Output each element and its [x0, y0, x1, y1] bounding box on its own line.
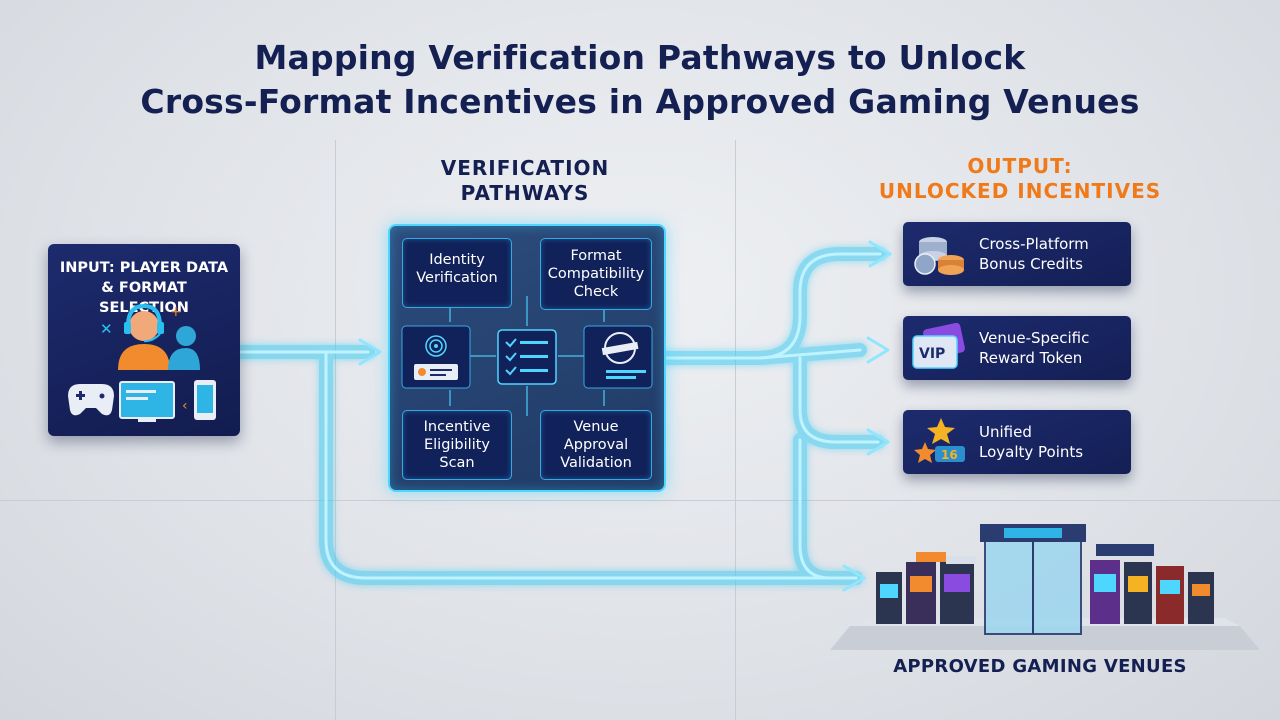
reward-token-line-2: Reward Token: [979, 349, 1083, 367]
reward-card-reward-token: VIP Venue-Specific Reward Token: [903, 316, 1131, 380]
reward-bonus-line-2: Bonus Credits: [979, 255, 1083, 273]
plus-mark-icon: +: [170, 304, 182, 320]
step-format-line-1: Format: [570, 248, 622, 264]
x-mark-icon: ✕: [100, 320, 113, 338]
step-identity-line-2: Verification: [416, 270, 498, 286]
stars-icon: 16: [914, 418, 965, 463]
output-heading-line-2: UNLOCKED INCENTIVES: [878, 179, 1162, 203]
arrowhead-token: [866, 336, 890, 364]
coin-stack-icon: [914, 237, 964, 275]
input-card: INPUT: PLAYER DATA & FORMAT SELECTION ✕ …: [48, 244, 240, 436]
step-incentive-eligibility: Incentive Eligibility Scan: [402, 410, 512, 480]
reward-label-bonus-credits: Cross-Platform Bonus Credits: [979, 234, 1129, 274]
title-line-2: Cross-Format Incentives in Approved Gami…: [140, 82, 1140, 121]
step-venue-line-2: Approval: [563, 437, 629, 453]
verification-heading-line-1: VERIFICATION: [440, 156, 610, 180]
vip-card-icon: VIP: [912, 322, 965, 369]
step-incentive-label: Incentive Eligibility Scan: [403, 411, 511, 472]
arcade-cabinets-right: [1090, 544, 1214, 624]
step-incentive-line-2: Eligibility: [423, 437, 490, 453]
venues-caption: APPROVED GAMING VENUES: [893, 656, 1187, 677]
output-heading-line-1: OUTPUT:: [967, 154, 1073, 178]
player-illustration: ✕ + ‹: [68, 303, 216, 422]
vip-badge: VIP: [919, 346, 945, 362]
reward-token-line-1: Venue-Specific: [979, 329, 1090, 347]
arrowhead-venues: [842, 564, 866, 592]
reward-loyalty-line-2: Loyalty Points: [979, 443, 1084, 461]
step-venue-line-3: Validation: [560, 455, 632, 471]
gamepad-icon: [68, 384, 114, 416]
arrowhead-input: [358, 338, 382, 366]
grid-line-vertical-right: [735, 140, 736, 720]
monitor-icon: [119, 381, 175, 422]
storefront-icon: [980, 524, 1086, 635]
arrowhead-credits: [868, 240, 892, 268]
reward-bonus-line-1: Cross-Platform: [979, 235, 1089, 253]
step-venue-approval: Venue Approval Validation: [540, 410, 652, 480]
step-format-line-3: Check: [573, 284, 619, 300]
step-identity-label: Identity Verification: [403, 239, 511, 287]
page-title: Mapping Verification Pathways to Unlock …: [0, 36, 1280, 124]
checklist-icon: [497, 329, 557, 385]
step-format-label: Format Compatibility Check: [541, 239, 651, 301]
output-heading: OUTPUT: UNLOCKED INCENTIVES: [860, 154, 1180, 204]
step-incentive-line-3: Scan: [439, 455, 475, 471]
step-format-compatibility: Format Compatibility Check: [540, 238, 652, 310]
verification-circuit: [401, 296, 653, 416]
reward-card-bonus-credits: Cross-Platform Bonus Credits: [903, 222, 1131, 286]
verification-panel: Identity Verification Format Compatibili…: [388, 224, 666, 492]
approved-stamp-icon: [583, 325, 653, 389]
reward-card-loyalty-points: 16 Unified Loyalty Points: [903, 410, 1131, 474]
input-card-title: INPUT: PLAYER DATA & FORMAT SELECTION: [54, 258, 234, 318]
verification-heading-line-2: PATHWAYS: [460, 181, 590, 205]
chevron-left-icon: ‹: [182, 398, 188, 414]
title-line-1: Mapping Verification Pathways to Unlock: [254, 38, 1026, 77]
grid-line-vertical-left: [335, 140, 336, 720]
player-headset-icon: [118, 303, 200, 370]
step-incentive-line-1: Incentive: [423, 419, 491, 435]
reward-loyalty-line-1: Unified: [979, 423, 1032, 441]
points-badge: 16: [941, 448, 958, 462]
phone-icon: [194, 380, 216, 420]
arcade-cabinets-left: [876, 552, 976, 624]
step-identity-verification: Identity Verification: [402, 238, 512, 308]
step-format-line-2: Compatibility: [547, 266, 645, 282]
fingerprint-id-icon: [401, 325, 471, 389]
grid-line-horizontal: [0, 500, 1280, 501]
reward-label-loyalty-points: Unified Loyalty Points: [979, 422, 1129, 462]
verification-heading: VERIFICATION PATHWAYS: [420, 156, 630, 206]
reward-label-reward-token: Venue-Specific Reward Token: [979, 328, 1129, 368]
step-venue-label: Venue Approval Validation: [541, 411, 651, 472]
step-identity-line-1: Identity: [429, 252, 485, 268]
arrowhead-points: [866, 428, 890, 456]
input-title-line-1: INPUT: PLAYER DATA: [59, 260, 229, 276]
step-venue-line-1: Venue: [573, 419, 619, 435]
